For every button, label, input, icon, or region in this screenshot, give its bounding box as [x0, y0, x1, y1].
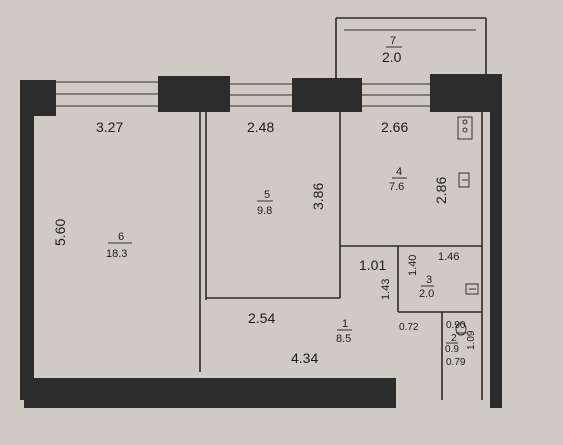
room-1-number: 1	[342, 318, 348, 330]
dimension-2-48: 2.48	[247, 119, 274, 135]
dimension-2-54: 2.54	[248, 310, 275, 326]
dimension-4-34: 4.34	[291, 350, 318, 366]
room-6-area: 18.3	[106, 248, 127, 260]
dimension-1-46: 1.46	[438, 251, 459, 263]
top-wall-left	[20, 80, 56, 116]
dimension-0-79: 0.79	[446, 357, 466, 368]
top-wall-right	[430, 74, 502, 112]
toilet-icon	[455, 322, 467, 336]
dimension-0-90: 0.90	[446, 320, 466, 331]
room-2-area: 0.9	[445, 344, 459, 355]
dimension-0-72: 0.72	[399, 322, 419, 333]
kitchen-sink-icon	[458, 172, 470, 188]
room-4-number: 4	[396, 166, 402, 178]
dimension-3-86: 3.86	[310, 183, 326, 210]
bath-icon	[465, 283, 479, 295]
window-2	[230, 83, 292, 107]
dimension-1-09: 1.09	[466, 330, 477, 350]
dimension-3-27: 3.27	[96, 119, 123, 135]
room-1-area: 8.5	[336, 333, 351, 345]
interior-walls	[199, 110, 483, 400]
stove-icon	[457, 116, 473, 140]
window-1	[56, 81, 158, 107]
room-7-number: 7	[390, 35, 396, 47]
right-wall	[490, 98, 502, 408]
room-4-area: 7.6	[389, 181, 404, 193]
dimension-1-40: 1.40	[407, 255, 419, 276]
room-5-number: 5	[264, 189, 270, 201]
dimension-5-60: 5.60	[52, 219, 68, 246]
bottom-wall	[24, 378, 396, 408]
room-3-area: 2.0	[419, 288, 434, 300]
dimension-2-66: 2.66	[381, 119, 408, 135]
window-3	[362, 83, 430, 107]
dimension-2-86: 2.86	[433, 177, 449, 204]
dimension-1-01: 1.01	[359, 257, 386, 273]
room-7-area: 2.0	[382, 49, 402, 65]
room-2-number: 2	[451, 333, 457, 344]
room-6-number: 6	[118, 231, 124, 243]
top-wall-mid-1	[158, 76, 230, 112]
left-wall	[20, 80, 34, 400]
room-3-number: 3	[426, 274, 432, 286]
top-wall-mid-2	[292, 78, 362, 112]
room-5-area: 9.8	[257, 205, 272, 217]
balcony-outline	[335, 17, 487, 78]
dimension-1-43: 1.43	[380, 279, 392, 300]
